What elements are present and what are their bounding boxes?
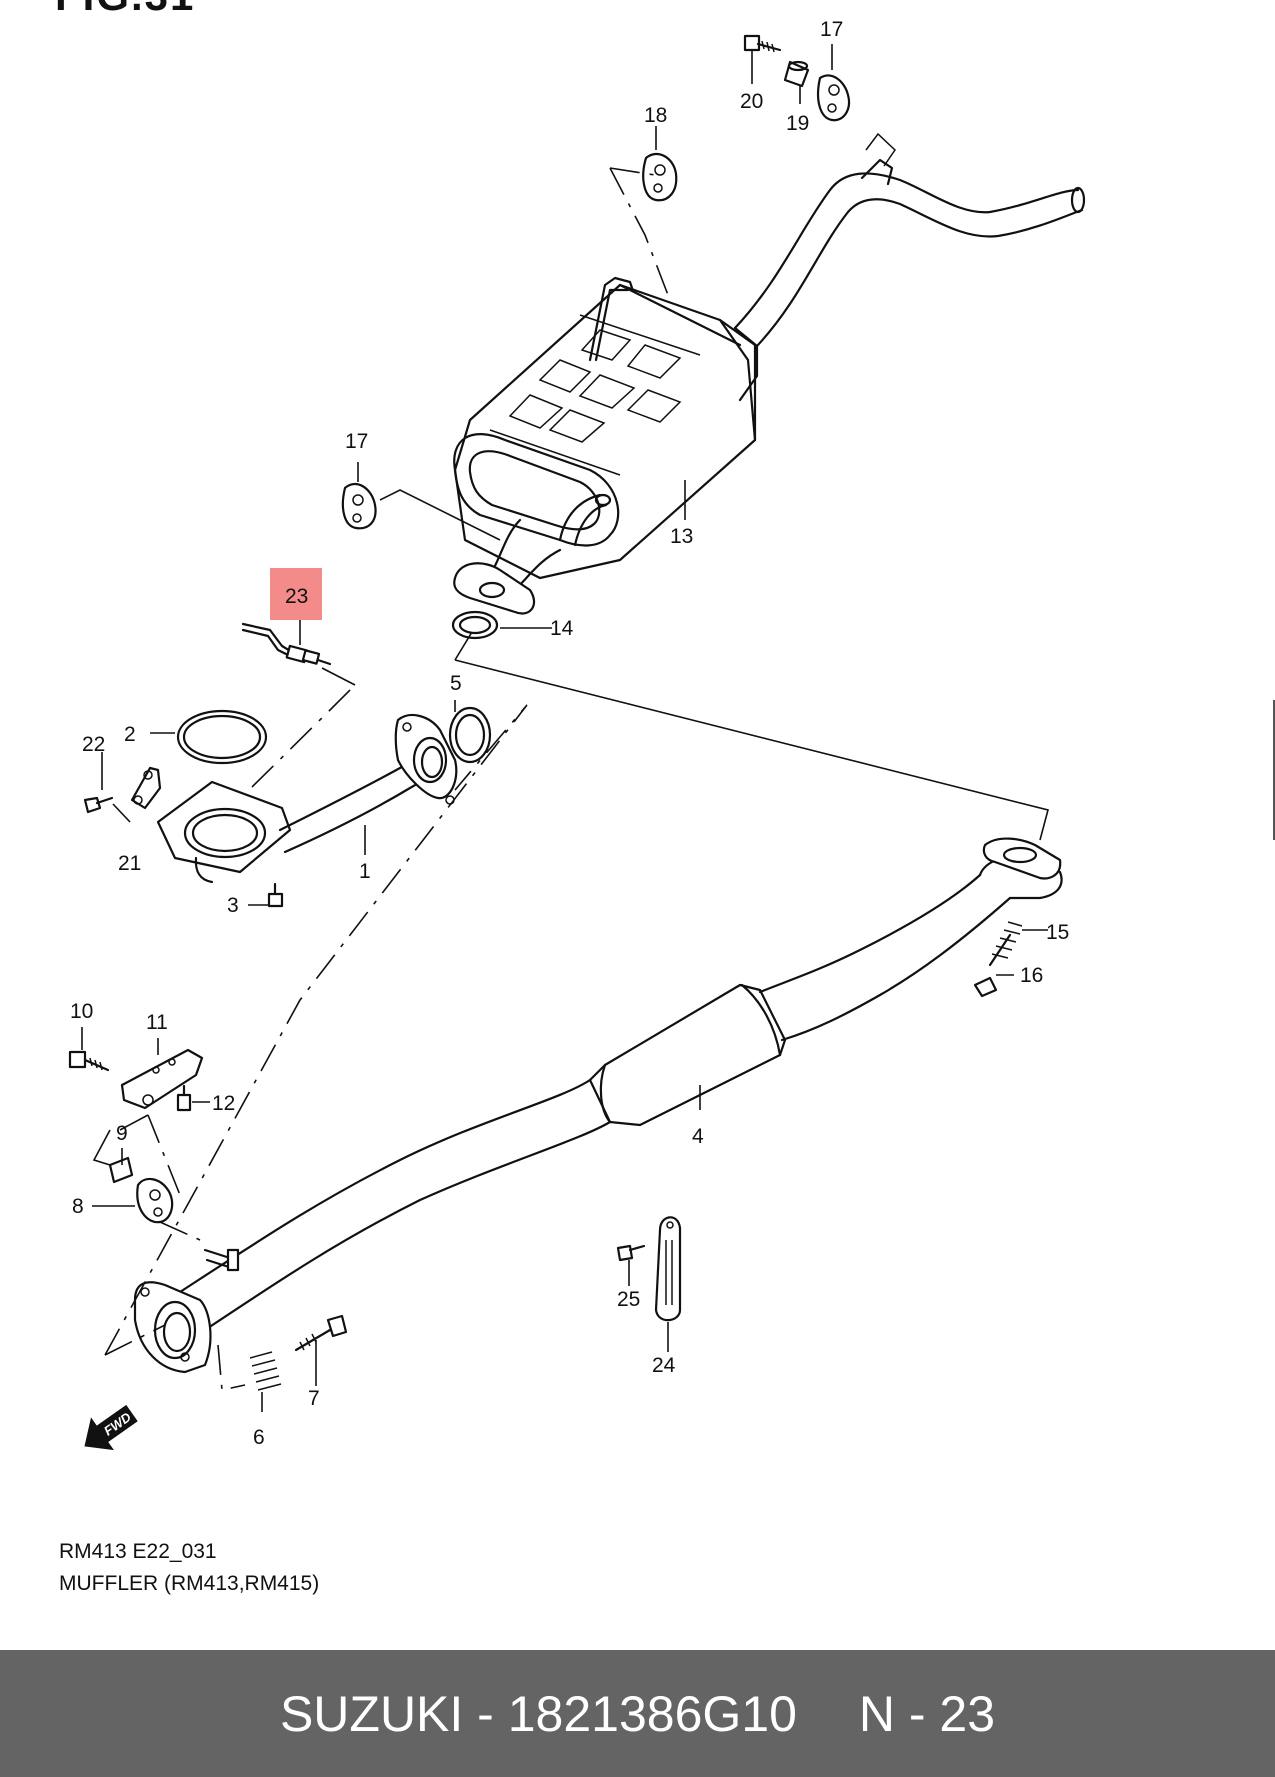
gasket-14: [451, 610, 499, 640]
callout-4[interactable]: 4: [692, 1125, 704, 1148]
callout-22[interactable]: 22: [82, 733, 105, 756]
center-pipe-4: [133, 837, 1063, 1374]
callout-19[interactable]: 19: [786, 112, 809, 135]
exhaust-diagram: 1 2 3 4 5 6 7 8 9 10 11 12 13 14 15 16 1…: [68, 18, 1086, 1451]
bolt-10: [68, 1050, 110, 1072]
callout-17-lower[interactable]: 17: [345, 430, 368, 453]
bolt-20: [743, 34, 782, 53]
tail-pipe: [733, 132, 1086, 348]
callout-numbers: 1 2 3 4 5 6 7 8 9 10 11 12 13 14 15 16 1…: [70, 18, 1069, 1449]
callout-1[interactable]: 1: [359, 860, 371, 883]
mount-8: [136, 1177, 174, 1224]
footer-bar: SUZUKI - 1821386G10 N - 23: [0, 1650, 1275, 1777]
callout-13[interactable]: 13: [670, 525, 693, 548]
oxygen-sensor-23: [241, 622, 332, 666]
callout-14[interactable]: 14: [550, 617, 574, 640]
leader-lines: [81, 44, 1048, 1412]
callout-20[interactable]: 20: [740, 90, 763, 113]
diagram-title: MUFFLER (RM413,RM415): [59, 1572, 320, 1595]
bracket-21: [130, 766, 162, 810]
callout-23[interactable]: 23: [285, 585, 308, 608]
bolt-16: [973, 933, 1012, 998]
main-muffler: [453, 276, 759, 615]
callout-21[interactable]: 21: [118, 852, 141, 875]
highlight-box-23: [270, 568, 322, 620]
callout-16[interactable]: 16: [1020, 964, 1043, 987]
diagram-code: RM413 E22_031: [59, 1540, 217, 1563]
edge-mark-upper: [1273, 700, 1275, 840]
figure-title: FIG.31: [55, 0, 195, 20]
callout-7[interactable]: 7: [308, 1387, 320, 1410]
callout-9[interactable]: 9: [116, 1122, 128, 1145]
bracket-24: [654, 1216, 682, 1322]
callout-3[interactable]: 3: [227, 894, 239, 917]
callout-15[interactable]: 15: [1046, 921, 1069, 944]
callout-8[interactable]: 8: [72, 1195, 84, 1218]
hanger-17-upper: [816, 74, 851, 122]
callout-17-upper[interactable]: 17: [820, 18, 843, 41]
spring-6: [249, 1351, 282, 1391]
gasket-5: [448, 706, 492, 764]
fwd-arrow: FWD: [84, 1404, 138, 1451]
bolt-25: [616, 1244, 646, 1262]
bolt-3: [267, 882, 284, 908]
front-pipe-1: [156, 713, 458, 884]
spring-15: [991, 921, 1023, 959]
bolt-22: [83, 796, 114, 814]
callout-10[interactable]: 10: [70, 1000, 93, 1023]
footer-part-info: SUZUKI - 1821386G10: [279, 1685, 797, 1742]
bracket-11: [120, 1048, 204, 1110]
bushing-9: [108, 1156, 134, 1184]
hanger-17-lower: [341, 482, 377, 530]
connector-lines: [92, 167, 1049, 1391]
callout-2[interactable]: 2: [124, 723, 136, 746]
bushing-19: [783, 60, 810, 88]
footer-position: N - 23: [858, 1685, 996, 1742]
callout-11[interactable]: 11: [146, 1011, 168, 1034]
hanger-18: [642, 152, 678, 202]
bolt-7: [294, 1314, 348, 1352]
callout-12[interactable]: 12: [212, 1092, 235, 1115]
callout-18[interactable]: 18: [644, 104, 667, 127]
callout-24[interactable]: 24: [652, 1354, 676, 1377]
callout-5[interactable]: 5: [450, 672, 462, 695]
callout-25[interactable]: 25: [617, 1288, 640, 1311]
nut-12: [176, 1084, 192, 1112]
gasket-2: [176, 709, 268, 765]
callout-6[interactable]: 6: [253, 1426, 265, 1449]
